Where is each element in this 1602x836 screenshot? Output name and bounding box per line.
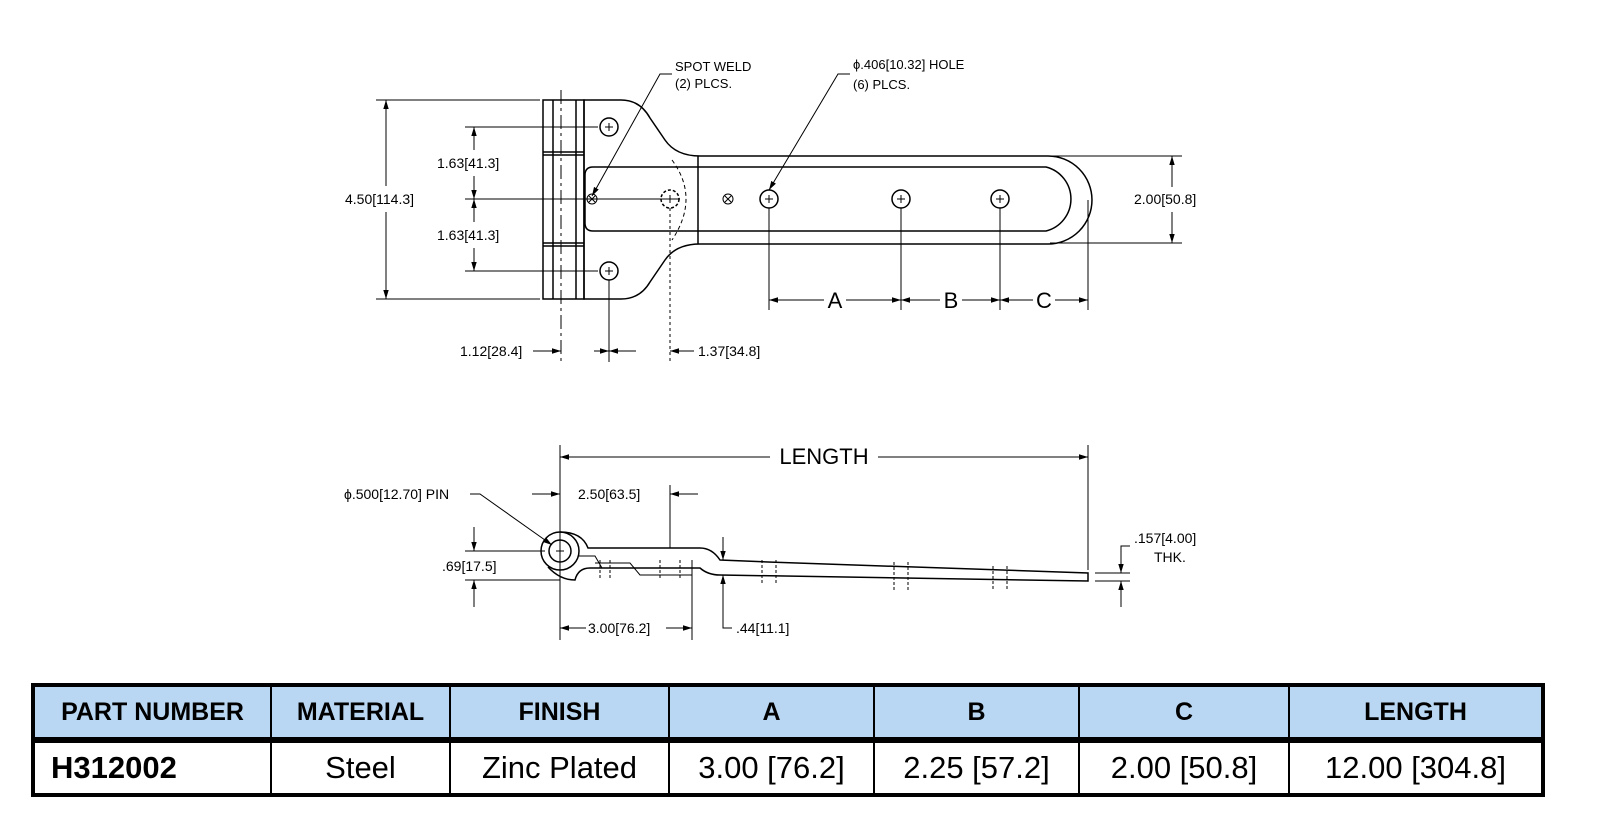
header-part-number: PART NUMBER [32, 684, 272, 743]
table-header-row: PART NUMBER MATERIAL FINISH A B C LENGTH [32, 684, 1544, 743]
hole-line-2: (6) PLCS. [853, 77, 910, 92]
spec-table: PART NUMBER MATERIAL FINISH A B C LENGTH… [31, 683, 1545, 797]
strap-hole-2 [891, 189, 911, 209]
cell-finish: Zinc Plated [449, 739, 670, 796]
header-length: LENGTH [1288, 684, 1544, 743]
dim-pin-to-hole: 1.37[34.8] [698, 343, 760, 359]
header-b: B [873, 684, 1080, 743]
dim-thickness: .157[4.00] THK. [1134, 530, 1200, 565]
cell-c: 2.00 [50.8] [1078, 739, 1290, 796]
spot-weld-2 [722, 193, 734, 205]
cell-material: Steel [270, 739, 451, 796]
dim-label-a: A [828, 288, 843, 313]
cell-a: 3.00 [76.2] [668, 739, 875, 796]
dim-thickness-label: THK. [1154, 549, 1186, 565]
dim-label-b: B [944, 288, 959, 313]
leaf-plate [583, 99, 1093, 300]
table-row: H312002 Steel Zinc Plated 3.00 [76.2] 2.… [32, 739, 1544, 796]
top-view [376, 73, 1182, 362]
header-a: A [668, 684, 875, 743]
dim-upper-hole: 1.63[41.3] [437, 155, 499, 171]
dim-pin-diameter: ϕ.500[12.70] PIN [344, 486, 449, 502]
dim-drop: .44[11.1] [736, 620, 789, 636]
dim-strap-width: 2.00[50.8] [1134, 191, 1196, 207]
leaf-hole-bottom [599, 261, 619, 281]
strap-profile [547, 531, 1089, 582]
leaf-hole-top [599, 117, 619, 137]
dim-offset: 2.50[63.5] [578, 486, 640, 502]
dim-length: LENGTH [779, 444, 868, 469]
spot-weld-line-1: SPOT WELD [675, 59, 751, 74]
header-c: C [1078, 684, 1290, 743]
dim-overall-height: 4.50[114.3] [345, 191, 414, 207]
spot-weld-line-2: (2) PLCS. [675, 76, 732, 91]
strap-hole-3 [990, 189, 1010, 209]
header-finish: FINISH [449, 684, 670, 743]
cell-length: 12.00 [304.8] [1288, 739, 1544, 796]
hole-line-1: ϕ.406[10.32] HOLE [853, 57, 965, 72]
cell-part-number: H312002 [32, 739, 272, 796]
dim-label-c: C [1036, 288, 1052, 313]
cell-b: 2.25 [57.2] [873, 739, 1080, 796]
side-view [465, 445, 1130, 640]
dim-height: .69[17.5] [442, 558, 497, 574]
strap [584, 166, 1072, 232]
dim-span: 3.00[76.2] [588, 620, 650, 636]
spot-weld-callout: SPOT WELD (2) PLCS. [675, 59, 755, 91]
hole-callout: ϕ.406[10.32] HOLE (6) PLCS. [853, 57, 968, 92]
dim-lower-hole: 1.63[41.3] [437, 227, 499, 243]
header-material: MATERIAL [270, 684, 451, 743]
dim-thickness-value: .157[4.00] [1134, 530, 1196, 546]
technical-drawing: SPOT WELD (2) PLCS. ϕ.406[10.32] HOLE (6… [344, 57, 1200, 640]
dim-leaf-width: 1.12[28.4] [460, 343, 522, 359]
strap-hole-1 [759, 189, 779, 209]
